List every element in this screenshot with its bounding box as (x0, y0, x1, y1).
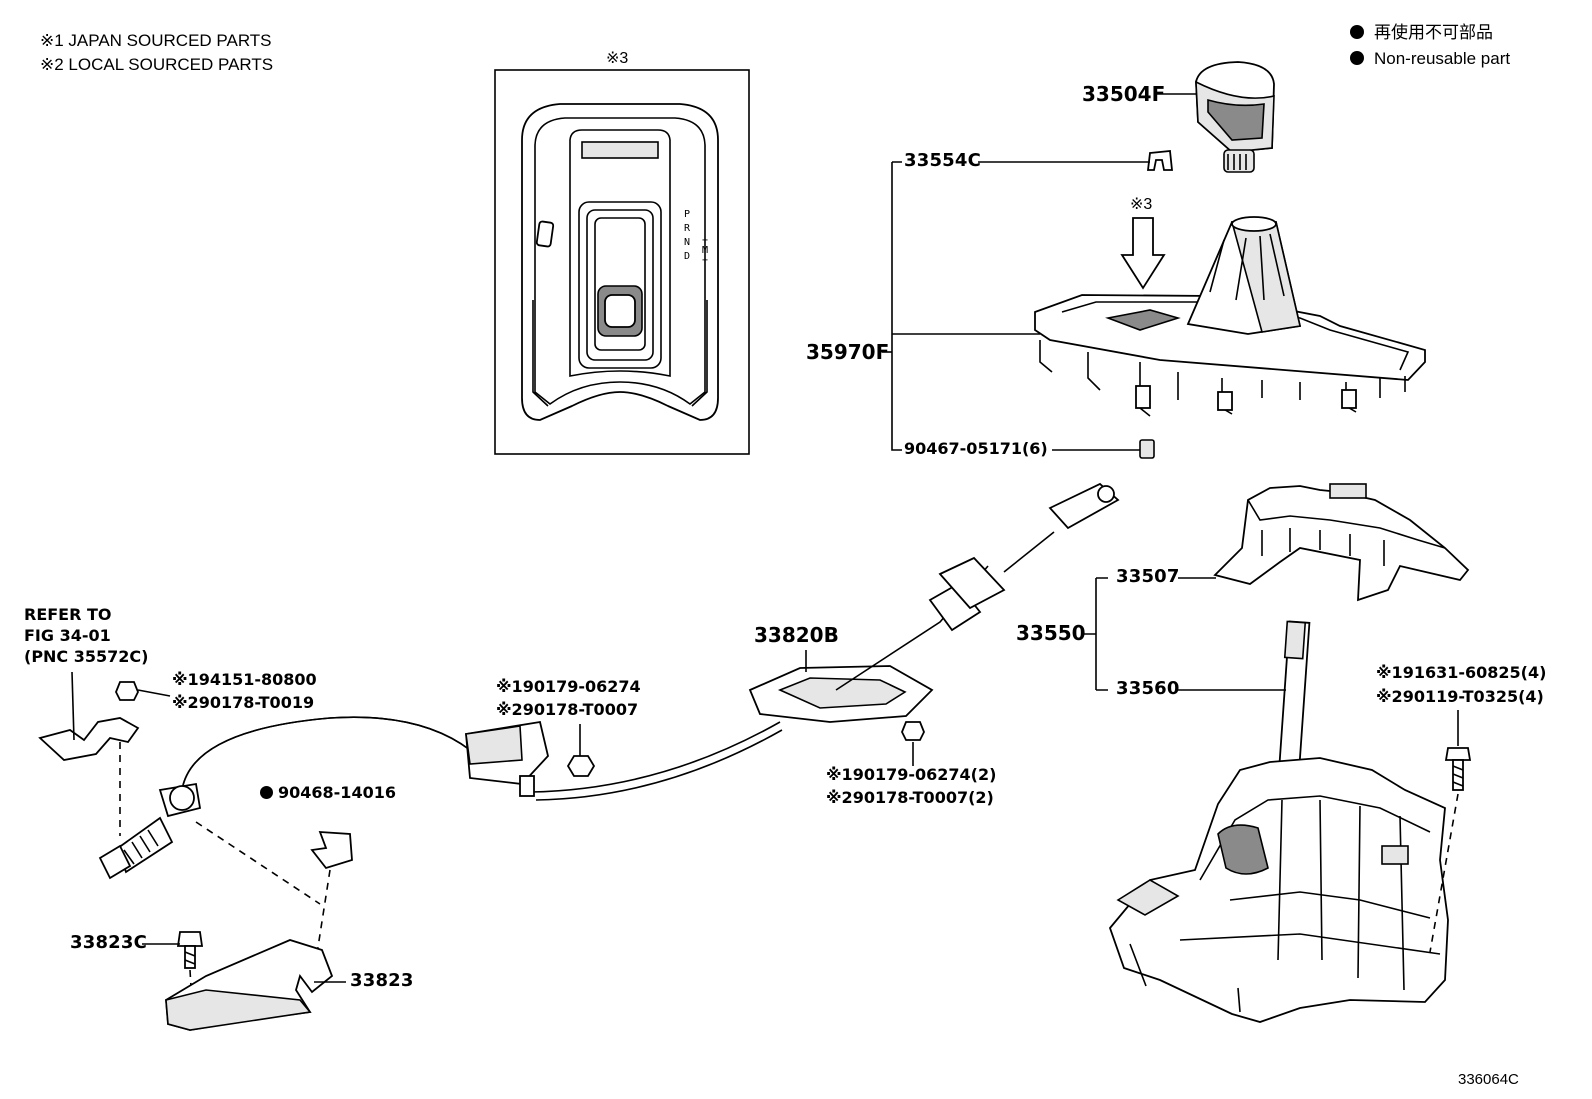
label-290178-t0007: ※290178-T0007 (496, 700, 639, 719)
label-33507: 33507 (1116, 566, 1180, 587)
nut-290178-t0019 (115, 681, 139, 701)
clip-90467 (1139, 439, 1155, 459)
label-90468-14016-text: 90468-14016 (278, 783, 396, 802)
filled-circle-icon (1350, 25, 1364, 39)
housing-cover-33507 (1213, 483, 1470, 602)
note-local-sourced: ※2 LOCAL SOURCED PARTS (40, 55, 274, 74)
label-194151-80800: ※194151-80800 (172, 670, 317, 689)
refer-line-2: FIG 34-01 (24, 626, 111, 645)
refer-line-1: REFER TO (24, 605, 112, 624)
legend-jp-text: 再使用不可部品 (1374, 23, 1493, 42)
label-33554c: 33554C (904, 150, 982, 171)
shift-cable (98, 482, 1120, 880)
label-190179-06274: ※190179-06274 (496, 677, 641, 696)
label-90467-05171: 90467-05171(6) (904, 439, 1048, 458)
inset-console-view (494, 69, 750, 455)
indicator-bezel (1034, 216, 1426, 417)
view-arrow (1120, 217, 1166, 290)
legend-en: Non-reusable part (1350, 50, 1510, 67)
filled-circle-icon (260, 786, 273, 799)
nut-290178-t0007-2 (901, 721, 925, 741)
clip-90468 (310, 831, 353, 870)
label-290178-t0019: ※290178-T0019 (172, 693, 315, 712)
label-33820b: 33820B (754, 623, 839, 647)
label-33550: 33550 (1016, 621, 1086, 645)
label-290178-t0007-2: ※290178-T0007(2) (826, 788, 994, 807)
filled-circle-icon (1350, 51, 1364, 65)
gear-manual: + M − (702, 235, 709, 266)
label-290119-t0325: ※290119-T0325(4) (1376, 687, 1544, 706)
label-190179-06274-2: ※190179-06274(2) (826, 765, 997, 784)
inset-label: ※3 (606, 50, 629, 67)
gear-letters: P R N D (684, 209, 691, 262)
nut-290178-t0007 (566, 755, 596, 777)
label-33823c: 33823C (70, 932, 148, 953)
refer-line-3: (PNC 35572C) (24, 647, 149, 666)
label-90468-14016: 90468-14016 (260, 785, 396, 801)
clip-33554c (1146, 150, 1173, 171)
label-191631-60825: ※191631-60825(4) (1376, 663, 1547, 682)
legend-jp: 再使用不可部品 (1350, 24, 1493, 41)
label-35970f: 35970F (806, 340, 890, 364)
bolt-191631 (1444, 747, 1472, 791)
bolt-33823c (176, 931, 204, 969)
label-33504f: 33504F (1082, 82, 1166, 106)
legend-en-text: Non-reusable part (1374, 49, 1511, 68)
shift-knob (1195, 61, 1275, 173)
label-33823: 33823 (350, 970, 414, 991)
note-japan-sourced: ※1 JAPAN SOURCED PARTS (40, 31, 272, 50)
label-33560: 33560 (1116, 678, 1180, 699)
arrow-label: ※3 (1130, 196, 1153, 213)
bracket-35572c (38, 717, 140, 761)
shift-lever-assembly (1108, 620, 1449, 1023)
figure-code: 336064C (1458, 1071, 1519, 1088)
